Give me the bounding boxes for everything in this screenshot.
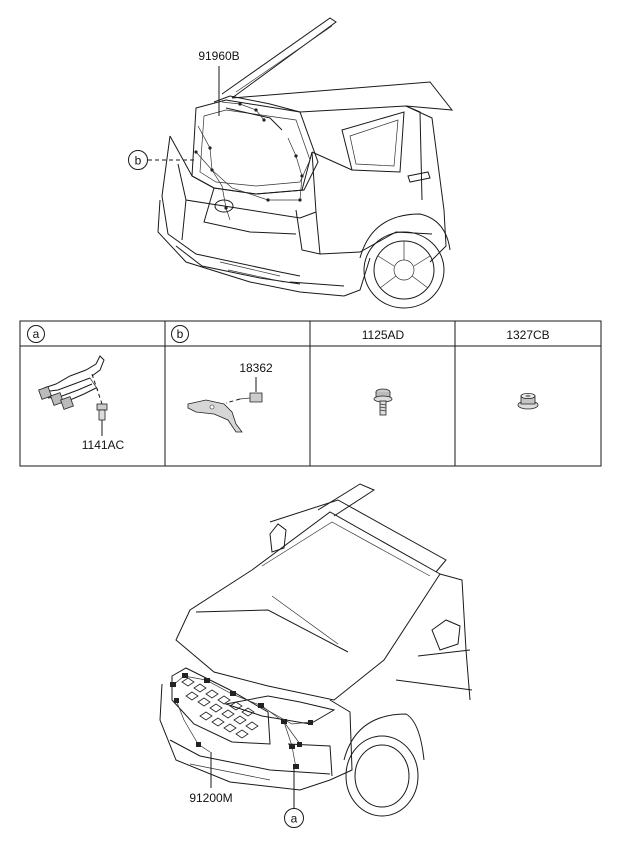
table-header-b: b	[171, 325, 189, 343]
part-label-18362: 18362	[239, 361, 273, 375]
svg-text:a: a	[33, 327, 40, 341]
leader-dash-18362	[225, 398, 241, 404]
svg-text:b: b	[135, 154, 142, 168]
svg-text:a: a	[291, 812, 298, 826]
table-header-1125ad: 1125AD	[362, 328, 405, 342]
front-vehicle-illustration	[159, 483, 473, 817]
table-header-a: a	[27, 325, 45, 343]
leader-dash-1141ac	[91, 373, 103, 405]
part-label-1141ac: 1141AC	[82, 438, 125, 452]
flange-nut-1327cb-icon	[517, 392, 539, 410]
callout-a-bottom: a	[284, 808, 304, 828]
svg-text:b: b	[177, 327, 184, 341]
flange-bolt-1125ad-icon	[373, 388, 393, 416]
bracket-illustration	[187, 399, 243, 433]
screw-18362-icon	[239, 392, 263, 403]
table-header-1327cb: 1327CB	[506, 328, 549, 342]
parts-table	[19, 320, 602, 467]
part-label-91960b: 91960B	[198, 49, 239, 63]
connector-harness-illustration	[38, 355, 105, 410]
bolt-1141ac-icon	[96, 403, 108, 421]
rear-vehicle-illustration	[157, 17, 454, 309]
callout-b-top: b	[128, 150, 148, 170]
part-label-91200m: 91200M	[189, 791, 232, 805]
